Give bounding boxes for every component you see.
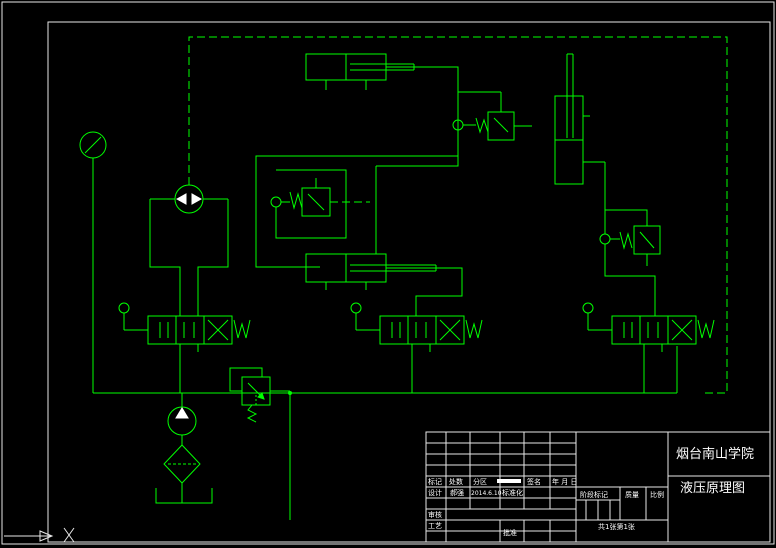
design-date: 2014.6.10 — [471, 490, 502, 497]
directional-valve-1 — [118, 302, 251, 393]
directional-valve-3 — [582, 302, 715, 393]
label-design: 设计 — [428, 488, 442, 497]
label-scale: 比例 — [650, 490, 664, 499]
designer-name: 郝强 — [450, 488, 464, 497]
label-process: 工艺 — [428, 522, 442, 530]
relief-valve-icon — [229, 367, 291, 520]
sequence-valve-3 — [599, 162, 661, 316]
oil-tank-icon — [155, 488, 213, 504]
label-weight: 质量 — [625, 490, 639, 499]
filter-icon — [163, 444, 201, 503]
label-count: 处数 — [449, 477, 463, 486]
drawing-title: 液压原理图 — [680, 481, 745, 496]
hydraulic-cylinder-1 — [305, 53, 459, 157]
hydraulic-cylinder-3 — [554, 53, 605, 185]
label-approve: 批准 — [503, 528, 517, 537]
hydraulic-cylinder-2 — [305, 253, 463, 316]
sheet-count: 共1张第1张 — [598, 522, 635, 531]
inner-frame — [47, 21, 771, 543]
sequence-valve-1 — [452, 91, 532, 141]
label-stage-mark: 阶段标记 — [580, 490, 608, 499]
label-review: 审核 — [428, 510, 442, 519]
label-signature: 签名 — [527, 477, 541, 486]
directional-valve-2 — [350, 302, 483, 393]
hydraulic-circuit — [79, 36, 728, 520]
origin-arrow-icon — [4, 527, 75, 543]
hydraulic-pump-icon — [167, 393, 197, 445]
school-name: 烟台南山学院 — [676, 446, 754, 462]
hydraulic-motor-icon — [149, 184, 229, 316]
pilot-line-dashed — [188, 36, 728, 394]
sequence-valve-2 — [270, 169, 370, 239]
label-standardize: 标准化 — [502, 488, 523, 497]
label-mark: 标记 — [428, 477, 442, 486]
title-block: 烟台南山学院 液压原理图 标记 处数 分区 签名 年 月 日 设计 郝强 201… — [425, 431, 771, 543]
label-date: 年 月 日 — [552, 477, 577, 486]
label-zone: 分区 — [473, 477, 487, 486]
